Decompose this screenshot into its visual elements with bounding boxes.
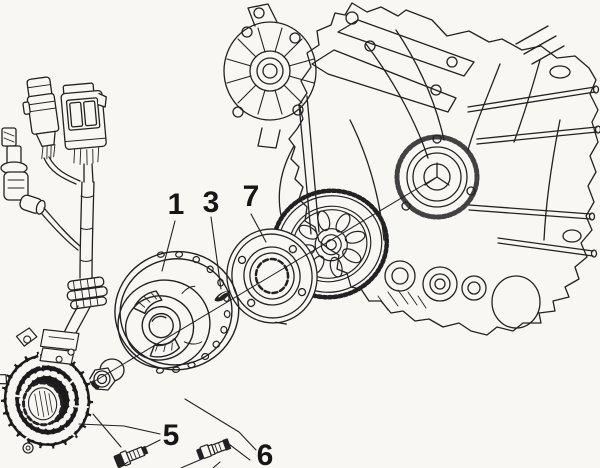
- connector-small: [22, 76, 60, 160]
- wiring-harness: [0, 76, 108, 351]
- stator-assembly: [0, 327, 95, 454]
- callout-stator-bolt: 5: [162, 419, 180, 452]
- stator-bolt-left: [113, 445, 149, 468]
- flywheel-rotor: [114, 250, 240, 374]
- leader-lines: [78, 213, 267, 468]
- connector-large: [60, 82, 107, 166]
- callout-starter-clutch-flange: 7: [242, 180, 260, 213]
- callout-flywheel-rotor: 1: [167, 188, 185, 221]
- assembly-centerline: [94, 177, 436, 382]
- transmission-cover: [223, 3, 317, 149]
- engine-crankcase: [278, 2, 600, 336]
- woodruff-key: [214, 290, 231, 302]
- pickup-sensor: [0, 127, 81, 251]
- flange-bolt-right: [196, 438, 232, 460]
- starter-clutch-flange: [226, 228, 318, 325]
- callout-woodruff-key: 3: [202, 186, 220, 219]
- callout-flange-bolt: 6: [256, 439, 274, 468]
